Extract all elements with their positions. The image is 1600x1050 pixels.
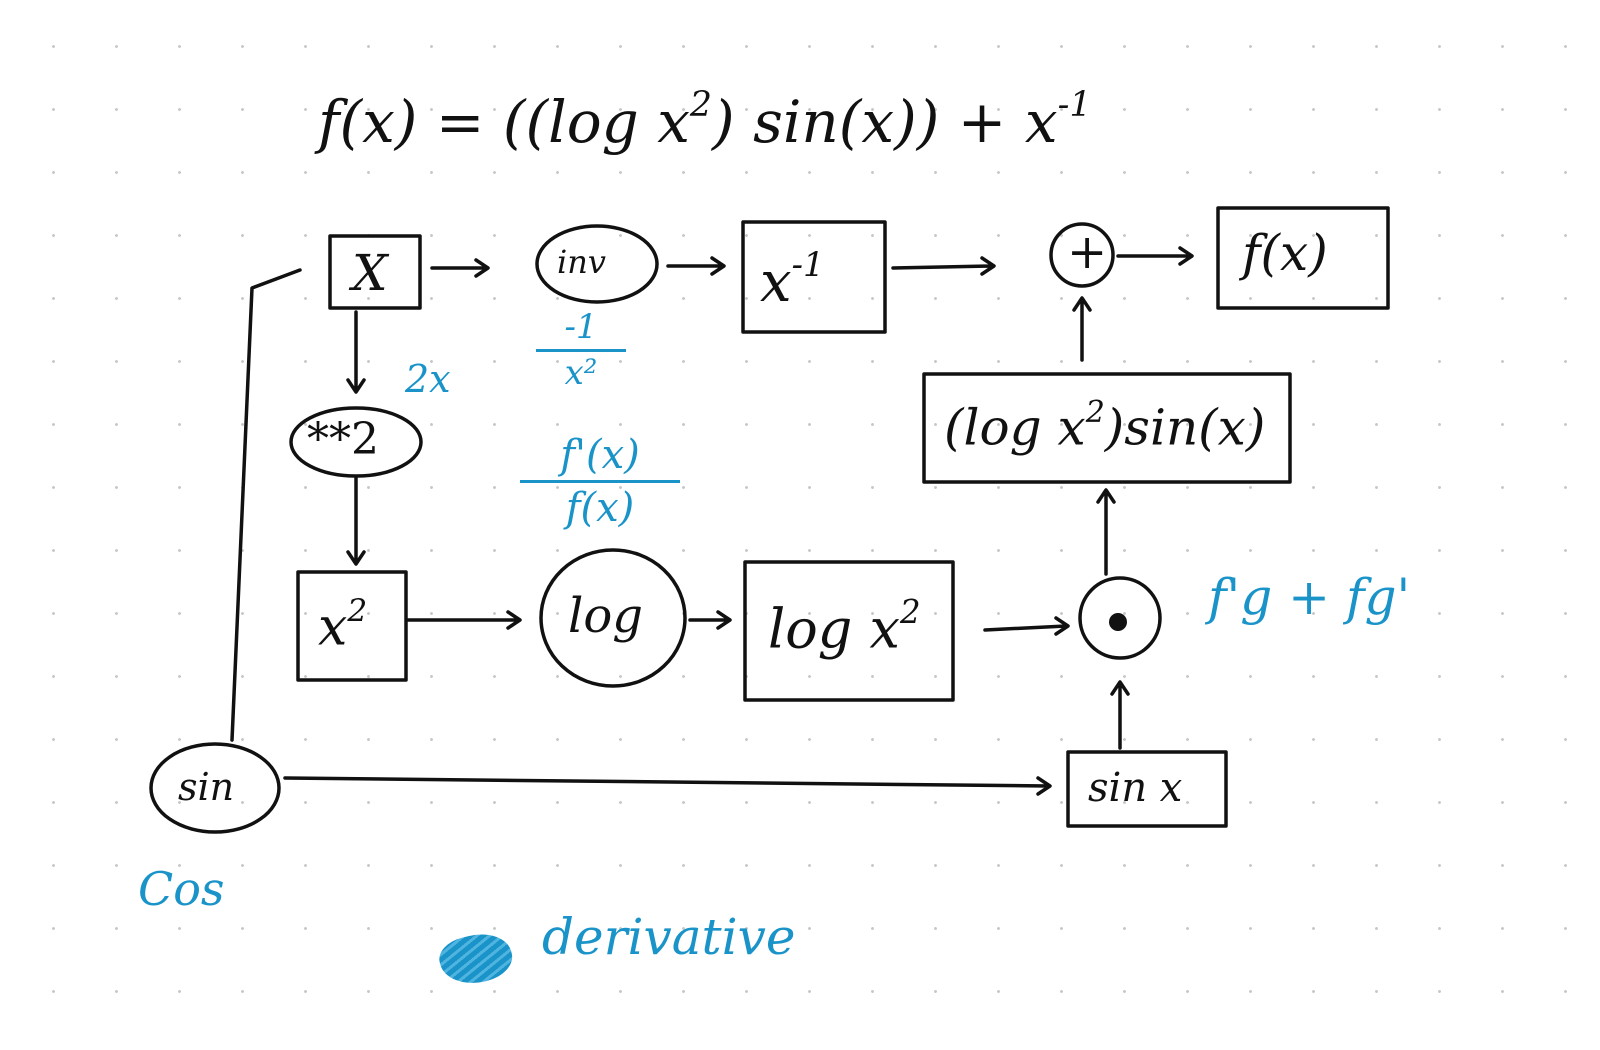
output-label: f(x) (1242, 224, 1328, 282)
edge-x-square (346, 310, 366, 394)
x-squared-base: x (318, 597, 348, 658)
formula-exp1: 2 (689, 85, 713, 125)
edge-sinres-dot (1110, 680, 1130, 750)
x-inverse-base: x (760, 250, 792, 316)
deriv-log-denom: f(x) (520, 480, 680, 533)
log-result-base: log x (768, 597, 900, 661)
plus-label: + (1067, 224, 1108, 280)
deriv-inv-denom: x² (536, 348, 626, 395)
dot-node-center (1109, 613, 1127, 631)
square-label: **2 (307, 414, 379, 465)
deriv-product-rule: f'g + fg' (1208, 568, 1411, 626)
deriv-inv: -1 x² (536, 306, 626, 394)
log-result-label: log x2 (768, 596, 921, 656)
x-squared-box (296, 570, 408, 682)
inv-node (535, 224, 659, 304)
formula: f(x) = ((log x2) sin(x)) + x-1 (318, 88, 1091, 151)
edge-sin-sinres (283, 776, 1052, 796)
legend-label: derivative (542, 908, 796, 966)
dot-label: • (1110, 602, 1111, 603)
x-inverse-exp: -1 (791, 245, 825, 284)
product-exp: 2 (1085, 395, 1105, 430)
sin-label: sin (178, 765, 235, 809)
product-label: (log x2)sin(x) (944, 398, 1265, 453)
log-node (539, 548, 687, 688)
sin-node (149, 742, 281, 834)
formula-lhs: f(x) = (318, 88, 485, 157)
sin-result-box (1066, 750, 1228, 828)
formula-body: ((log x (502, 88, 690, 157)
edge-inv-xinv (666, 256, 726, 276)
deriv-inv-numer: -1 (564, 307, 598, 347)
edge-xsq-log (406, 610, 522, 630)
log-result-box (743, 560, 955, 702)
edge-square-xsq (346, 476, 366, 566)
edge-log-logres (688, 610, 732, 630)
edge-x-inv (430, 258, 490, 278)
output-box (1216, 206, 1390, 310)
square-node (289, 406, 423, 478)
product-base2: )sin(x) (1104, 398, 1266, 457)
plus-node (1049, 222, 1115, 288)
x-inverse-label: x-1 (760, 248, 824, 311)
edge-xinv-plus (891, 256, 996, 276)
log-result-exp: 2 (899, 593, 921, 631)
sin-result-label: sin x (1088, 765, 1183, 811)
edge-product-plus (1072, 296, 1092, 362)
x-inverse-box (741, 220, 887, 334)
x-squared-exp: 2 (347, 593, 368, 629)
deriv-sin: Cos (138, 862, 225, 916)
formula-exp2: -1 (1057, 85, 1092, 125)
log-label: log (568, 588, 643, 644)
edge-x-sin-tap (230, 268, 302, 742)
product-box (922, 372, 1292, 484)
x-input-label: X (352, 244, 388, 302)
deriv-log: f'(x) f(x) (520, 430, 680, 533)
edge-plus-output (1116, 246, 1194, 266)
deriv-square: 2x (405, 357, 451, 401)
dot-node (1078, 576, 1162, 660)
inv-label: inv (557, 243, 606, 281)
formula-mid: ) sin(x)) + x (712, 88, 1058, 157)
edge-logres-dot (983, 616, 1070, 636)
deriv-log-numer: f'(x) (560, 432, 640, 478)
x-squared-label: x2 (318, 593, 368, 653)
product-base1: (log x (944, 398, 1086, 457)
edge-dot-product (1096, 488, 1116, 576)
x-input-box (328, 234, 422, 310)
